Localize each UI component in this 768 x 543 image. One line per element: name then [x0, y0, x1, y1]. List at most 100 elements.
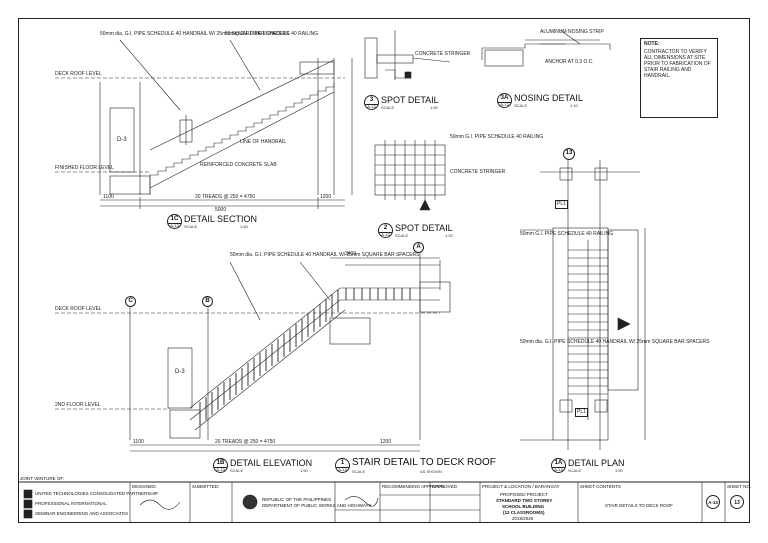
callout-2: 2 A-13: [378, 223, 393, 238]
spot-detail-2-scale: 1:20: [445, 233, 453, 238]
nosing-detail-scale-label: SCALE: [514, 103, 528, 108]
tb-sheet-code-bubble: A-13: [706, 495, 720, 509]
tb-proposed: PROPOSED PROJECT: [500, 492, 548, 497]
reinforced-slab-label: REINFORCED CONCRETE SLAB: [200, 162, 277, 168]
tb-project-name3: (12 CLASSROOMS): [503, 510, 545, 515]
callout-1a: 1A A-13: [551, 458, 566, 473]
elev-tread-note: 20 TREADS @ 250 = 4750: [215, 439, 276, 445]
detail-section-title: DETAIL SECTION: [184, 214, 258, 224]
anchor-note-label: ANCHOR AT 0.3 O.C.: [545, 59, 594, 65]
detail-plan-scale: 1:50: [615, 468, 623, 473]
tb-recommending: RECOMMENDING APPROVAL: [382, 484, 445, 489]
nosing-note-label: ALUMINUM NOSING STRIP: [540, 29, 604, 35]
elev-section-mark: D-3: [175, 369, 185, 375]
callout-2-num: 2: [383, 225, 388, 231]
tb-submitted: SUBMITTED:: [192, 484, 220, 489]
callout-1c: 1C A-13: [167, 214, 182, 229]
tb-agency1: REPUBLIC OF THE PHILIPPINES: [262, 497, 332, 502]
spot2-pipe-label: 50mm G.I. PIPE SCHEDULE 40 RAILING: [450, 134, 544, 140]
spot-detail-3-title: SPOT DETAIL: [381, 95, 439, 105]
detail-plan-title: DETAIL PLAN: [568, 458, 625, 468]
detail-elevation-title: DETAIL ELEVATION: [230, 458, 313, 468]
tb-sheet-no: SHEET NO.: [727, 484, 752, 489]
dim-1200-label: 1200: [320, 194, 332, 200]
callout-1a-sheet: A-13: [552, 467, 565, 472]
tb-designed: DESIGNED:: [132, 484, 157, 489]
callout-1-num: 1: [340, 460, 345, 466]
elev-dim-3400: 3400: [345, 251, 357, 257]
tb-contents: STAIR DETAILS TO DECK ROOF: [605, 503, 673, 508]
callout-3a: 3A A-13: [497, 93, 512, 108]
detail-elevation-scale: 1:50: [300, 468, 308, 473]
tb-project-name: STANDARD TWO STOREY: [496, 498, 553, 503]
tb-firm1: UNITED TECHNOLOGIES CONSOLIDATED PARTNER…: [35, 491, 158, 496]
nosing-detail-scale: 1:10: [570, 103, 578, 108]
elev-dim-1100: 1100: [133, 439, 144, 445]
tb-sheet-total: 13: [734, 500, 740, 506]
dim-5000-label: 5000: [215, 207, 227, 213]
grid-bubble-c: C: [125, 296, 136, 307]
callout-1b: 1B A-13: [213, 458, 228, 473]
callout-2-sheet: A-13: [379, 232, 392, 237]
tb-joint-venture: JOINT VENTURE OF:: [20, 476, 65, 481]
detail-section-scale-label: SCALE: [184, 224, 198, 229]
deck-roof-level-label: DECK ROOF LEVEL: [55, 71, 102, 77]
tb-project-location: PROJECT & LOCATION / BARANGAY: [482, 484, 560, 489]
callout-1b-num: 1B: [216, 460, 225, 466]
callout-3a-sheet: A-13: [498, 102, 511, 107]
elev-2nd-floor-label: 2ND FLOOR LEVEL: [55, 402, 101, 408]
tb-approved: APPROVED: [432, 484, 458, 489]
sheet-border: [18, 18, 750, 523]
detail-elevation-scale-label: SCALE: [230, 468, 244, 473]
callout-3: 3 A-13: [364, 95, 379, 110]
tb-project-year: 2019/2020: [512, 516, 534, 521]
grid-bubble-a: A: [413, 242, 424, 253]
pl1-tag: PL1: [555, 200, 568, 209]
plan-pipe-label: 50mm G.I. PIPE SCHEDULE 40 RAILING: [520, 231, 614, 237]
grid-b-text: B: [205, 298, 210, 304]
callout-1-sheet: A-13: [336, 467, 349, 472]
callout-1c-sheet: A-13: [168, 223, 181, 228]
callout-1a-num: 1A: [554, 460, 563, 466]
tb-sheet-total-bubble: 13: [730, 495, 744, 509]
spot-detail-2-title: SPOT DETAIL: [395, 223, 453, 233]
tb-firm2: PROFESSIONAL INTERNATIONAL: [35, 501, 107, 506]
tb-sheet-code: A-13: [708, 500, 718, 505]
note-text: CONTRACTOR TO VERIFY ALL DIMENSIONS AT S…: [644, 49, 711, 79]
tb-sheet-contents: SHEET CONTENTS: [580, 484, 621, 489]
tb-agency2: DEPARTMENT OF PUBLIC WORKS AND HIGHWAYS: [262, 503, 372, 508]
note-heading: NOTE:: [644, 41, 660, 47]
nosing-detail-title: NOSING DETAIL: [514, 93, 583, 103]
callout-3-sheet: A-13: [365, 104, 378, 109]
spot3-note-label: CONCRETE STRINGER: [415, 51, 471, 57]
elev-handrail-label: 50mm dia. G.I. PIPE SCHEDULE 40 HANDRAIL…: [230, 252, 420, 258]
tb-project-name2: SCHOOL BUILDING: [502, 504, 545, 509]
dim-1100-label: 1100: [103, 194, 114, 200]
tread-note-label: 20 TREADS @ 250 = 4750: [195, 194, 256, 200]
finished-floor-label: FINISHED FLOOR LEVEL: [55, 165, 114, 171]
section-mark-label: D-3: [117, 137, 127, 143]
callout-1b-sheet: A-13: [214, 467, 227, 472]
stair-detail-title: STAIR DETAIL TO DECK ROOF: [352, 457, 496, 468]
elev-dim-1200: 1200: [380, 439, 392, 445]
callout-1: 1 A-13: [335, 458, 350, 473]
detail-plan-scale-label: SCALE: [568, 468, 582, 473]
stair-detail-scale: AS SHOWN: [420, 469, 442, 474]
grid-c-text: C: [128, 298, 133, 304]
grid-13-text: 13: [565, 150, 573, 156]
stair-detail-scale-label: SCALE: [352, 469, 366, 474]
pl1-tag-2: PL1: [575, 408, 588, 417]
spot2-stringer-label: CONCRETE STRINGER: [450, 169, 506, 175]
spot-detail-3-scale: 1:50: [430, 105, 438, 110]
callout-1c-num: 1C: [170, 216, 179, 222]
line-of-handrail-label: LINE OF HANDRAIL: [240, 139, 287, 145]
elev-deck-roof-label: DECK ROOF LEVEL: [55, 306, 102, 312]
tb-firm3: SEMINAR ENGINEERING AND ASSOCIATES: [35, 511, 129, 516]
plan-handrail-label: 50mm dia. G.I. PIPE SCHEDULE 40 HANDRAIL…: [520, 339, 710, 345]
handrail-note-label: 50mm dia. G.I. PIPE SCHEDULE 40 HANDRAIL…: [100, 31, 290, 37]
callout-3-num: 3: [369, 97, 374, 103]
grid-a-text: A: [416, 244, 421, 250]
grid-bubble-13: 13: [563, 148, 575, 160]
